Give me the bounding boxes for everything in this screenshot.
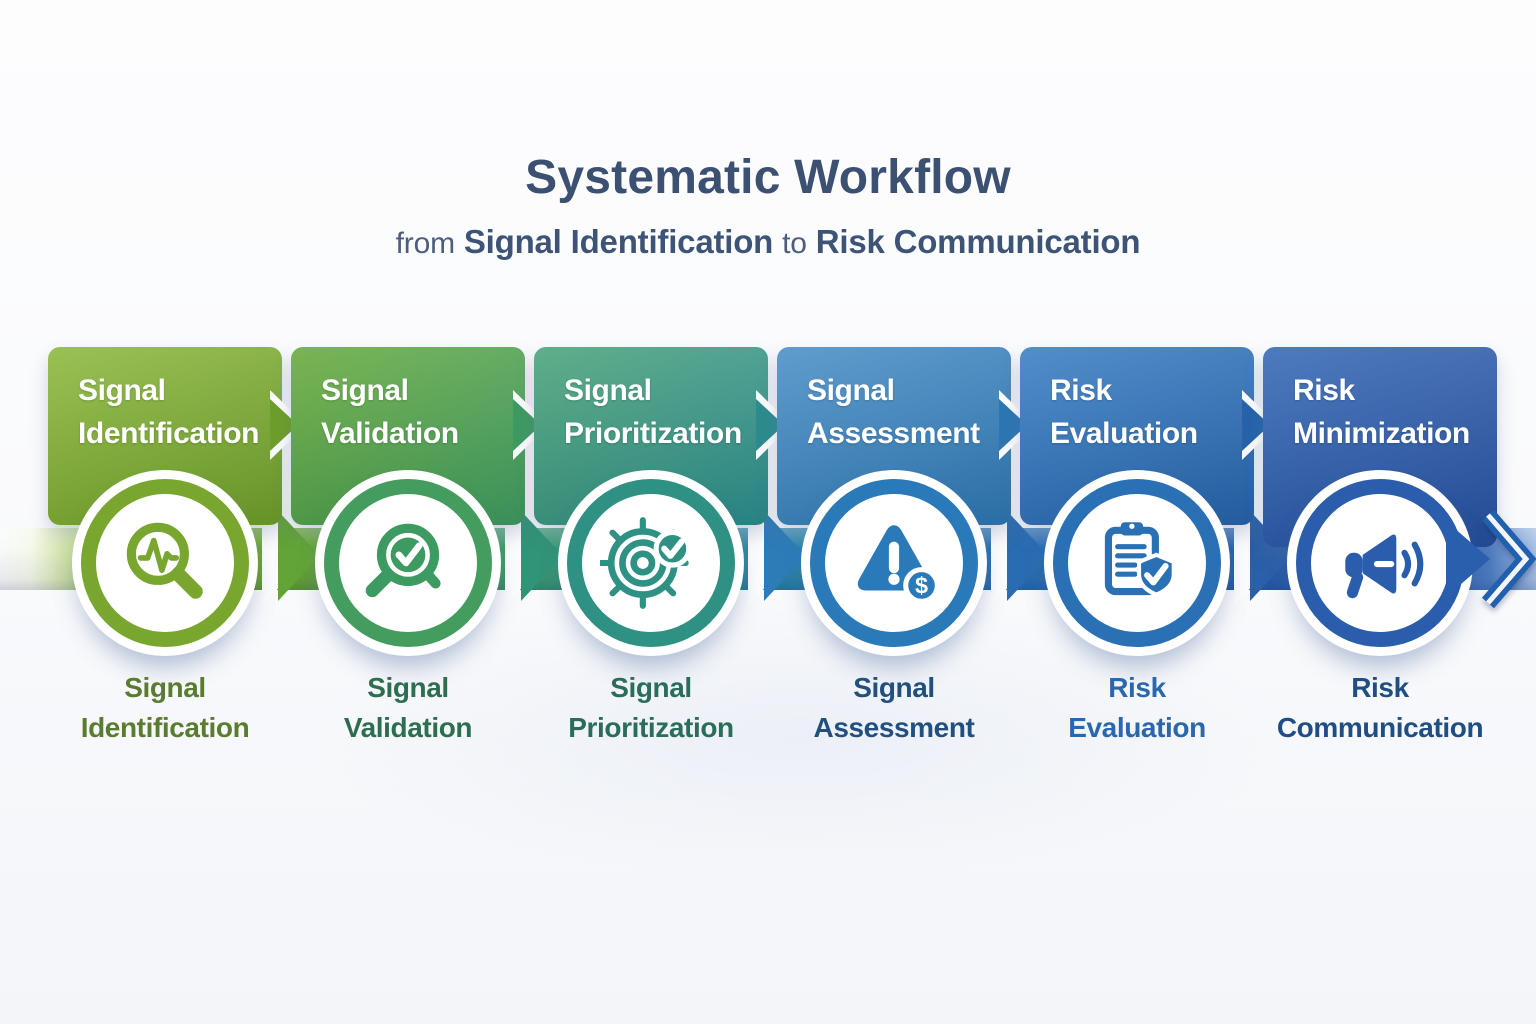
- megaphone-icon: [1345, 534, 1424, 599]
- icon-ring: [324, 479, 492, 647]
- step-label: Signal Prioritization: [568, 672, 734, 743]
- step-label: Signal Assessment: [813, 672, 975, 743]
- step-icon-circle: [315, 470, 501, 656]
- step-signal-prioritization: Signal Prioritization: [534, 347, 792, 743]
- step-box-line1: Signal: [78, 374, 166, 407]
- step-icon-circle: [1287, 470, 1473, 656]
- subtitle-prefix: from: [395, 227, 455, 260]
- step-box-line1: Signal: [807, 374, 895, 407]
- step-box-line1: Risk: [1050, 374, 1112, 407]
- subtitle-highlight-2: Risk Communication: [815, 223, 1141, 260]
- warning-cost-icon: $: [857, 525, 940, 604]
- step-box-line2: Assessment: [807, 417, 980, 450]
- icon-ring: [81, 479, 249, 647]
- step-box-line2: Validation: [321, 417, 459, 450]
- icon-ring: [567, 479, 735, 647]
- step-box-line2: Minimization: [1293, 417, 1470, 450]
- magnifier-pulse-icon: [126, 522, 203, 599]
- step-box-title: Signal Prioritization: [534, 347, 768, 455]
- icon-ring: [1053, 479, 1221, 647]
- svg-text:$: $: [915, 573, 928, 599]
- header: Systematic Workflow from Signal Identifi…: [0, 150, 1536, 261]
- step-label: Risk Communication: [1276, 672, 1484, 743]
- icon-ring: $: [810, 479, 978, 647]
- step-box-line2: Prioritization: [564, 417, 742, 450]
- step-label: Signal Validation: [343, 672, 473, 743]
- step-signal-assessment: Signal Assessment $ Signal Assessment: [777, 347, 1035, 743]
- step-signal-validation: Signal Validation Signal Validation: [291, 347, 549, 743]
- step-box-line2: Evaluation: [1050, 417, 1198, 450]
- icon-ring: [1296, 479, 1464, 647]
- magnifier-check-icon: [365, 523, 441, 598]
- page-subtitle: from Signal Identification to Risk Commu…: [0, 223, 1536, 261]
- target-check-icon: [600, 517, 692, 609]
- step-box-title: Signal Identification: [48, 347, 282, 455]
- subtitle-connector: to: [782, 227, 807, 260]
- step-icon-circle: [558, 470, 744, 656]
- clipboard-shield-icon: [1104, 522, 1176, 597]
- page-title: Systematic Workflow: [525, 151, 1011, 204]
- step-label: Signal Identification: [80, 672, 250, 743]
- step-risk-minimization: Risk Minimization Risk Communication: [1263, 347, 1497, 743]
- step-box-title: Risk Minimization: [1263, 347, 1497, 455]
- flow-end-chevron-icon: [1481, 509, 1536, 609]
- step-box-line1: Risk: [1293, 374, 1355, 407]
- step-box-title: Signal Validation: [291, 347, 525, 455]
- step-risk-evaluation: Risk Evaluation Ris: [1020, 347, 1278, 743]
- step-label: Risk Evaluation: [1068, 672, 1206, 743]
- step-icon-circle: [1044, 470, 1230, 656]
- step-box-line1: Signal: [564, 374, 652, 407]
- step-icon-circle: [72, 470, 258, 656]
- step-box-title: Signal Assessment: [777, 347, 1011, 455]
- step-signal-identification: Signal Identification Signal Identificat…: [48, 347, 306, 743]
- step-box-line2: Identification: [78, 417, 260, 450]
- subtitle-highlight-1: Signal Identification: [463, 223, 774, 260]
- step-box-line1: Signal: [321, 374, 409, 407]
- step-box-title: Risk Evaluation: [1020, 347, 1254, 455]
- flow-arrow-icon: [748, 506, 808, 606]
- step-icon-circle: $: [801, 470, 987, 656]
